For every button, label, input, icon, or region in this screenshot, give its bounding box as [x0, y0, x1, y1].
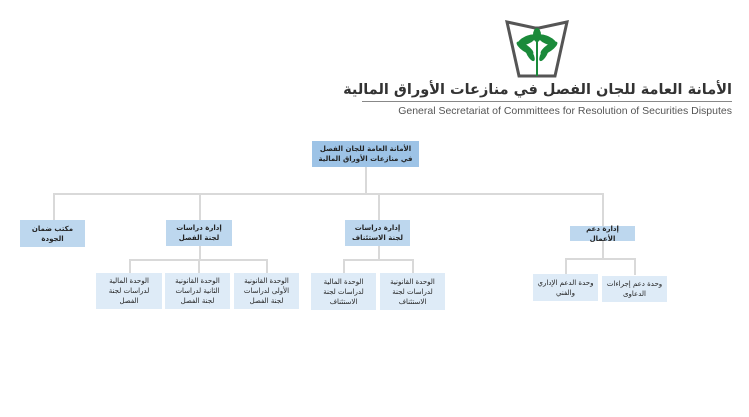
org-node-business-support: إدارة دعم الأعمال [570, 225, 635, 243]
org-node-root: الأمانة العامة للجان الفصل في منازعات ال… [312, 141, 419, 167]
connector [602, 241, 604, 259]
connector [602, 193, 604, 226]
organization-title-arabic: الأمانة العامة للجان الفصل في منازعات ال… [343, 82, 732, 98]
connector [634, 258, 636, 275]
connector [199, 246, 201, 260]
connector [378, 246, 380, 260]
org-node-support-unit: وحدة دعم إجراءات الدعاوى [602, 276, 667, 302]
organization-title-english: General Secretariat of Committees for Re… [398, 105, 732, 117]
connector [378, 193, 380, 220]
connector [129, 259, 131, 273]
connector [565, 258, 567, 275]
org-node-appeal-studies: إدارة دراسات لجنة الاستئناف [345, 220, 410, 246]
connector [199, 193, 201, 220]
org-node-fasl-unit: الوحدة القانونية الثانية لدراسات لجنة ال… [165, 273, 230, 309]
connector [412, 259, 414, 273]
connector [53, 193, 55, 220]
org-node-appeal-unit: الوحدة المالية لدراسات لجنة الاستئناف [311, 273, 376, 310]
org-node-fasl-unit: الوحدة القانونية الأولى لدراسات لجنة الف… [234, 273, 299, 309]
org-node-fasl-unit: الوحدة المالية لدراسات لجنة الفصل [96, 273, 162, 309]
connector [365, 167, 367, 194]
org-node-fasl-studies: إدارة دراسات لجنة الفصل [166, 220, 232, 246]
org-node-support-unit: وحدة الدعم الإداري والفني [533, 274, 598, 301]
org-node-quality-office: مكتب ضمان الجودة [20, 220, 85, 247]
title-divider [362, 101, 732, 102]
connector [53, 193, 604, 195]
connector [343, 259, 345, 273]
connector [266, 259, 268, 273]
connector [565, 258, 636, 260]
connector [343, 259, 414, 261]
org-node-appeal-unit: الوحدة القانونية لدراسات لجنة الاستئناف [380, 273, 445, 310]
logo-icon [505, 20, 569, 78]
connector [198, 259, 200, 273]
